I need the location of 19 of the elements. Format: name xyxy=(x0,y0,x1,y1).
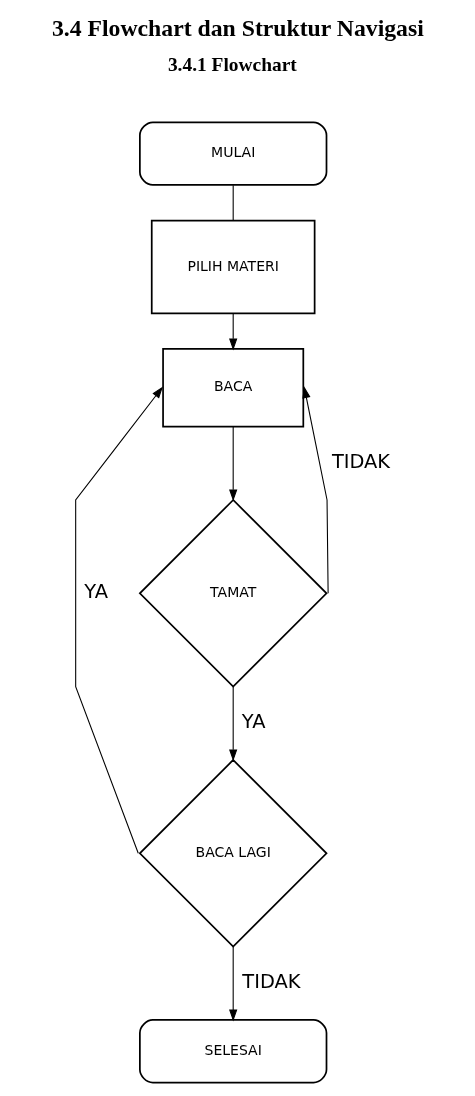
arrow xyxy=(229,313,238,351)
node-box: MULAI xyxy=(139,121,328,186)
edge-label: TIDAK xyxy=(331,450,391,474)
label: 3.4.1 Flowchart xyxy=(167,54,297,76)
node-box: SELESAI xyxy=(139,1019,328,1084)
node-box: PILIH MATERI xyxy=(150,219,316,315)
node-box: BACA xyxy=(162,348,305,428)
arrow xyxy=(75,386,163,854)
arrow xyxy=(229,686,238,762)
node-diamond: BACA LAGI xyxy=(138,758,328,948)
connector xyxy=(232,184,234,222)
arrow xyxy=(229,946,238,1022)
arrow xyxy=(229,426,238,502)
diagram-title: 3.4 Flowchart dan Struktur Navigasi xyxy=(51,14,424,41)
arrow xyxy=(302,386,329,594)
edge-label: TIDAK xyxy=(242,970,301,994)
node-diamond: TAMAT xyxy=(138,498,328,688)
edge-label: YA xyxy=(84,580,108,604)
edge-label: YA xyxy=(241,710,266,734)
